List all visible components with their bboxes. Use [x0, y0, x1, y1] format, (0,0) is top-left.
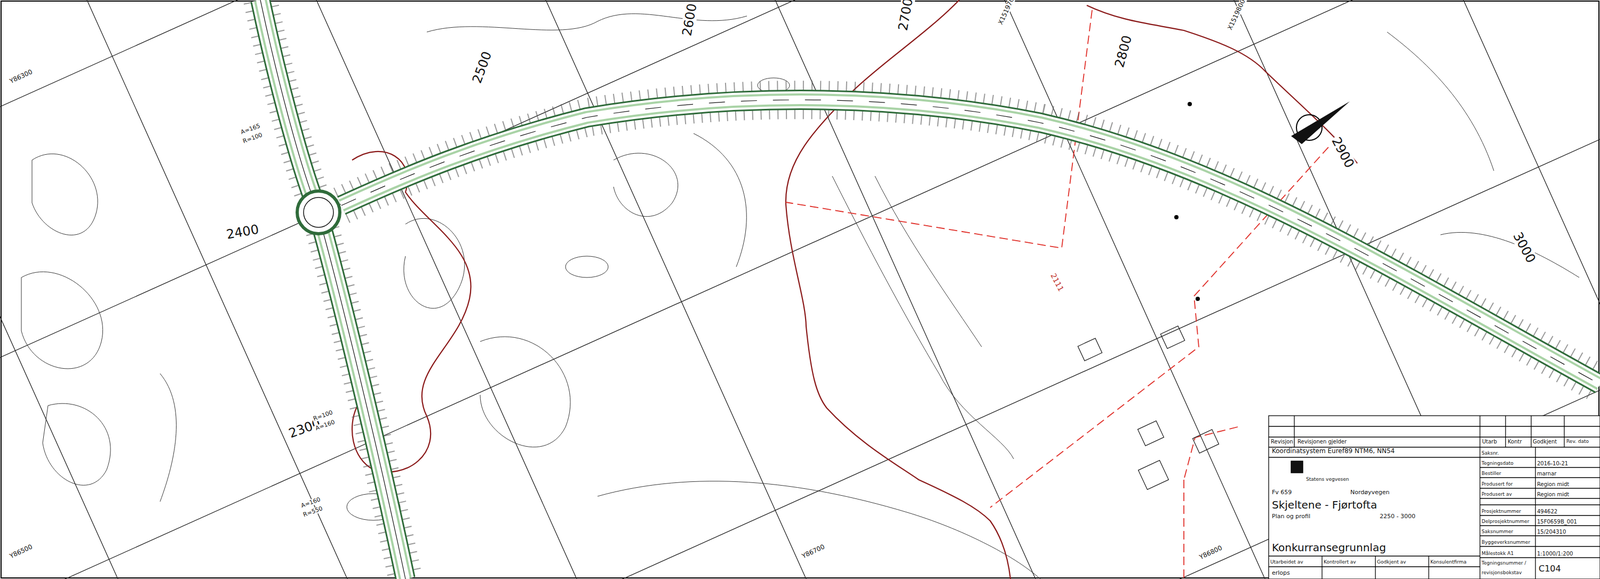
title-block-cell: Produsert av [1481, 491, 1512, 498]
title-block-cell: Revisjon [1270, 438, 1294, 445]
title-block-cell: Prosjektnummer [1481, 508, 1522, 515]
title-block-cell: Delprosjektnummer [1481, 519, 1530, 525]
title-block-cell: Region midt [1537, 481, 1570, 488]
title-block-cell: C104 [1538, 563, 1562, 574]
title-block-cell: Kontrollert av [1323, 559, 1357, 565]
title-block-cell: Tegningsnummer / [1481, 560, 1527, 567]
road-alignment [260, 0, 1600, 579]
survey-point [1174, 101, 1200, 301]
chainage-number: 2900 [1328, 133, 1358, 172]
title-block-cell: Saksnr. [1481, 450, 1500, 457]
title-block-cell: Kontr [1507, 438, 1523, 445]
title-block-cell: 1:1000/1:200 [1537, 550, 1573, 557]
title-block-cell: 2016-10-21 [1537, 460, 1568, 467]
title-block-cell: Statens vegvesen [1306, 476, 1349, 483]
title-block-cell: Nordøyvegen [1350, 489, 1390, 496]
title-block-cell: Godkjent av [1376, 559, 1406, 565]
chainage-number: 2800 [1112, 32, 1135, 70]
building [1077, 325, 1219, 490]
title-block-cell: 15F0659B_001 [1537, 518, 1578, 525]
title-block-cell: 2250 - 3000 [1379, 513, 1416, 520]
chainage-number: 2600 [679, 1, 700, 39]
chainage-number: 2500 [469, 48, 495, 86]
chainage-number: 3000 [1509, 228, 1539, 267]
title-block-cell: Region midt [1537, 491, 1570, 498]
title-block-cell: Skjeltene - Fjørtofta [1271, 498, 1377, 511]
title-block-cell: Fv 659 [1271, 489, 1292, 496]
title-block-cell: Utarbeidet av [1270, 559, 1304, 565]
title-block-cell: Tegningsdato [1481, 460, 1514, 467]
title-block-cell: Revisjonen gjelder [1297, 438, 1347, 445]
title-block-cell: Godkjent [1532, 438, 1557, 445]
title-block-cell: Plan og profil [1271, 513, 1311, 520]
title-block [1268, 415, 1600, 579]
grid-coordinate: X1519700 [996, 0, 1018, 28]
title-block-cell: erlops [1271, 569, 1291, 577]
title-block-cell: Produsert for [1481, 481, 1513, 488]
chainage-number: 2400 [224, 221, 261, 242]
grid-coordinate: Y86300 [7, 68, 35, 86]
title-block-cell: 494622 [1537, 508, 1558, 515]
chainage-number: 2700 [895, 0, 916, 33]
title-block-cell: 15/204310 [1537, 528, 1566, 535]
grid-coordinate: Y86800 [1197, 544, 1224, 562]
title-block-cell: Konkurransegrunnlag [1271, 541, 1387, 554]
grid-coordinate: X1519800 [1226, 0, 1248, 33]
title-block-cell: Koordinatsystem Euref89 NTM6, NN54 [1271, 447, 1395, 455]
title-block-cell: Bestiller [1481, 471, 1502, 477]
grid-coordinate: Y86500 [7, 543, 35, 561]
title-block-cell: Utarb [1482, 438, 1498, 445]
title-block-cell: marnar [1537, 470, 1557, 477]
grid-coordinate: Y86700 [799, 543, 827, 561]
title-block-cell: Saksnummer [1481, 529, 1514, 535]
title-block-cell: Byggeverksnummer [1481, 539, 1531, 546]
chainage-number: 2111 [1048, 271, 1066, 294]
title-block-cell: revisjonsbokstav [1481, 570, 1522, 576]
title-block-cell: Rev. dato [1566, 439, 1589, 445]
title-block-cell: Konsulentfirma [1430, 559, 1467, 565]
title-block-cell: Målestokk A1 [1481, 551, 1514, 557]
